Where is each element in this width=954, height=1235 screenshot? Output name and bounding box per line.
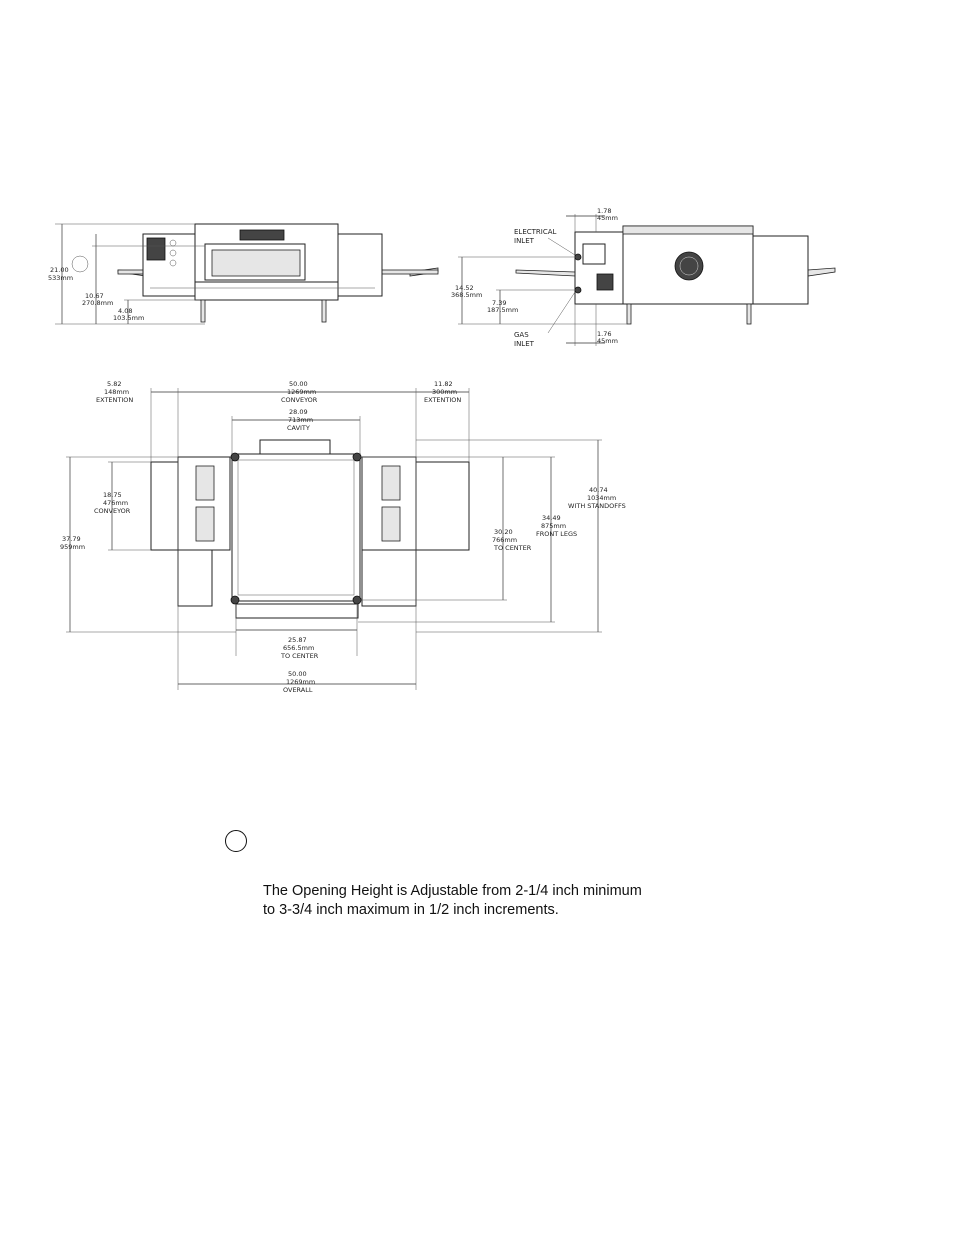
front-legs-value: 34.49 — [542, 514, 561, 522]
cavity-body — [231, 453, 361, 602]
electrical-height-value: 14.52 — [455, 284, 474, 292]
right-extension-label: EXTENTION — [424, 396, 461, 404]
depth-overall-mm: 959mm — [60, 543, 85, 551]
top-offset-mm: 45mm — [597, 214, 618, 222]
cavity-label: CAVITY — [287, 424, 310, 432]
top-handle — [259, 439, 331, 455]
top-offset-value: 1.78 — [597, 207, 611, 215]
front-left-leg — [200, 299, 206, 323]
knob-icon — [169, 249, 177, 257]
conveyor-length-value: 50.00 — [289, 380, 308, 388]
side-right-box — [752, 235, 809, 305]
front-skirt — [235, 603, 359, 619]
right-conveyor-opening — [381, 465, 401, 501]
electrical-label-1: ELECTRICAL — [514, 228, 557, 236]
gas-label-1: GAS — [514, 331, 529, 339]
overall-width-value: 50.00 — [288, 670, 307, 678]
legs-to-center-mm: 656.5mm — [283, 644, 314, 652]
leg-height-mm: 103.5mm — [113, 314, 144, 322]
opening-height-mm: 270.8mm — [82, 299, 113, 307]
gas-leader — [547, 291, 576, 334]
legs-to-center-label: TO CENTER — [280, 652, 319, 660]
legs-to-center-value: 25.87 — [288, 636, 307, 644]
conveyor-width-label: CONVEYOR — [94, 507, 131, 515]
top-left-lower-box — [177, 549, 213, 607]
knob-icon — [169, 259, 177, 267]
front-legs-mm: 875mm — [541, 522, 566, 530]
to-center-depth-mm: 766mm — [492, 536, 517, 544]
top-right-lower-box — [361, 549, 417, 607]
front-base — [194, 281, 339, 301]
small-fan-icon — [596, 273, 614, 291]
front-window — [211, 249, 301, 277]
brand-logo-plate — [239, 229, 285, 241]
side-left-shelf — [515, 269, 576, 277]
height-overall-mm: 533mm — [48, 274, 73, 282]
cavity-inner — [237, 459, 355, 596]
to-center-depth-label: TO CENTER — [493, 544, 532, 552]
with-standoffs-value: 40.74 — [589, 486, 608, 494]
with-standoffs-mm: 1034mm — [587, 494, 616, 502]
opening-height-value: 10.67 — [85, 292, 104, 300]
side-control-box — [574, 231, 624, 305]
bottom-offset-mm: 45mm — [597, 337, 618, 345]
height-overall-value: 21.00 — [50, 266, 69, 274]
callout-circle-icon — [71, 255, 89, 273]
electrical-label-2: INLET — [514, 237, 535, 245]
conveyor-width-value: 18.75 — [103, 491, 122, 499]
corner-leg-icon — [352, 452, 362, 462]
cavity-value: 28.09 — [289, 408, 308, 416]
side-view: ELECTRICAL INLET GAS INLET 1.78 45mm 1.7… — [451, 207, 836, 348]
conveyor-length-label: CONVEYOR — [281, 396, 318, 404]
left-conveyor-opening — [195, 465, 215, 501]
left-extension-mm: 148mm — [104, 388, 129, 396]
note-line-2: to 3-3/4 inch maximum in 1/2 inch increm… — [263, 902, 559, 918]
callout-circle-icon — [225, 830, 247, 852]
overall-width-label: OVERALL — [283, 686, 313, 694]
gas-height-value: 7.39 — [492, 299, 506, 307]
front-view: 21.00 533mm 10.67 270.8mm 4.08 103.5mm — [48, 223, 439, 325]
side-right-leg — [746, 303, 752, 325]
overall-width-mm: 1269mm — [286, 678, 315, 686]
gas-height-mm: 187.5mm — [487, 306, 518, 314]
corner-leg-icon — [230, 452, 240, 462]
right-conveyor-opening — [381, 506, 401, 542]
leg-height-value: 4.08 — [118, 307, 132, 315]
front-right-leg — [321, 299, 327, 323]
cavity-mm: 713mm — [288, 416, 313, 424]
left-conveyor-opening — [195, 506, 215, 542]
left-extension-shelf — [150, 461, 179, 551]
note-line-1: The Opening Height is Adjustable from 2-… — [263, 883, 642, 899]
electrical-height-mm: 368.5mm — [451, 291, 482, 299]
depth-overall-value: 37.79 — [62, 535, 81, 543]
bottom-offset-value: 1.76 — [597, 330, 611, 338]
side-top-edge — [622, 225, 754, 235]
gas-label-2: INLET — [514, 340, 535, 348]
top-view: 5.82 148mm EXTENTION 50.00 1269mm CONVEY… — [60, 380, 626, 694]
cooling-fan-icon — [674, 251, 704, 281]
front-right-box — [337, 233, 383, 297]
corner-leg-icon — [230, 595, 240, 605]
electrical-leader — [547, 237, 576, 256]
right-extension-mm: 300mm — [432, 388, 457, 396]
side-left-leg — [626, 303, 632, 325]
front-control-box — [142, 233, 196, 297]
right-extension-shelf — [415, 461, 470, 551]
corner-leg-icon — [352, 595, 362, 605]
with-standoffs-label: WITH STANDOFFS — [568, 502, 626, 510]
opening-height-note: The Opening Height is Adjustable from 2-… — [263, 882, 723, 920]
control-panel-icon — [146, 237, 166, 261]
left-extension-value: 5.82 — [107, 380, 121, 388]
front-legs-label: FRONT LEGS — [536, 530, 577, 538]
left-extension-label: EXTENTION — [96, 396, 133, 404]
side-right-shelf — [807, 267, 836, 277]
conveyor-length-mm: 1269mm — [287, 388, 316, 396]
conveyor-width-mm: 476mm — [103, 499, 128, 507]
right-extension-value: 11.82 — [434, 380, 453, 388]
to-center-depth-value: 30.20 — [494, 528, 513, 536]
side-panel — [582, 243, 606, 265]
